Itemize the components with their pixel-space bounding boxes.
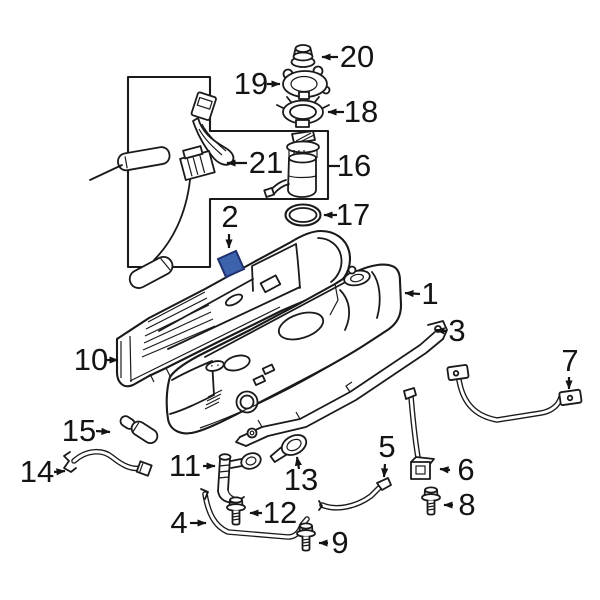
fuel-level-sender-drawing — [89, 91, 235, 289]
bolt-12-drawing — [226, 496, 246, 526]
callout-14-label[interactable]: 14 — [20, 454, 54, 489]
o-ring-drawing — [284, 203, 322, 227]
callout-20[interactable]: 20 — [321, 39, 374, 74]
bolt-8-drawing — [421, 486, 441, 516]
bolt-9-drawing — [296, 522, 316, 552]
callout-10-label[interactable]: 10 — [74, 342, 108, 377]
callout-21[interactable]: 21 — [226, 145, 283, 180]
callout-5-label[interactable]: 5 — [378, 429, 395, 464]
callout-17[interactable]: 17 — [323, 197, 370, 232]
fuel-tank-drawing — [165, 263, 403, 435]
callout-3-label[interactable]: 3 — [448, 313, 465, 348]
callout-1[interactable]: 1 — [404, 276, 439, 311]
lock-ring-drawing — [276, 96, 330, 128]
nut-drawing — [290, 44, 316, 68]
callout-16-label[interactable]: 16 — [337, 148, 371, 183]
callout-10[interactable]: 10 — [74, 342, 119, 377]
callout-15[interactable]: 15 — [62, 413, 111, 448]
callout-12[interactable]: 12 — [249, 495, 297, 530]
callout-4-label[interactable]: 4 — [170, 505, 187, 540]
callout-7-label[interactable]: 7 — [561, 343, 578, 378]
filler-neck-drawing — [217, 452, 262, 509]
callout-6-label[interactable]: 6 — [457, 452, 474, 487]
callout-20-label[interactable]: 20 — [340, 39, 374, 74]
callout-19-label[interactable]: 19 — [234, 66, 268, 101]
callout-5[interactable]: 5 — [378, 429, 396, 478]
callout-13[interactable]: 13 — [284, 456, 318, 497]
callout-1-label[interactable]: 1 — [421, 276, 438, 311]
callout-11-label[interactable]: 11 — [169, 448, 201, 483]
callout-6[interactable]: 6 — [439, 452, 475, 487]
callout-7[interactable]: 7 — [561, 343, 579, 390]
pump-cap-drawing — [282, 65, 331, 100]
callout-12-label[interactable]: 12 — [263, 495, 297, 530]
callout-4[interactable]: 4 — [170, 505, 207, 540]
callout-2[interactable]: 2 — [221, 199, 239, 249]
fuel-pump-module-drawing — [263, 130, 320, 198]
grommet-drawing — [269, 434, 308, 463]
callout-14[interactable]: 14 — [20, 454, 66, 489]
callout-13-label[interactable]: 13 — [284, 462, 318, 497]
callout-19[interactable]: 19 — [234, 66, 281, 101]
callout-3[interactable]: 3 — [435, 313, 466, 348]
callout-15-label[interactable]: 15 — [62, 413, 96, 448]
callout-16[interactable]: 16 — [329, 148, 371, 183]
hose-sleeve-drawing — [119, 415, 159, 445]
callout-8-label[interactable]: 8 — [458, 487, 475, 522]
selected-part-highlight[interactable] — [216, 249, 246, 279]
callout-9-label[interactable]: 9 — [331, 525, 348, 560]
callout-21-label[interactable]: 21 — [249, 145, 283, 180]
callout-18[interactable]: 18 — [327, 94, 378, 129]
strap-rear-drawing — [318, 477, 392, 511]
callout-11[interactable]: 11 — [169, 448, 216, 483]
callout-8[interactable]: 8 — [443, 487, 476, 522]
fuel-hose-drawing — [63, 449, 153, 477]
callout-17-label[interactable]: 17 — [336, 197, 370, 232]
strap-side-drawing — [403, 387, 435, 480]
callout-9[interactable]: 9 — [318, 525, 349, 560]
u-strap-drawing — [446, 364, 583, 423]
callout-2-label[interactable]: 2 — [221, 199, 238, 234]
callout-18-label[interactable]: 18 — [344, 94, 378, 129]
heat-shield-drawing — [115, 229, 352, 388]
